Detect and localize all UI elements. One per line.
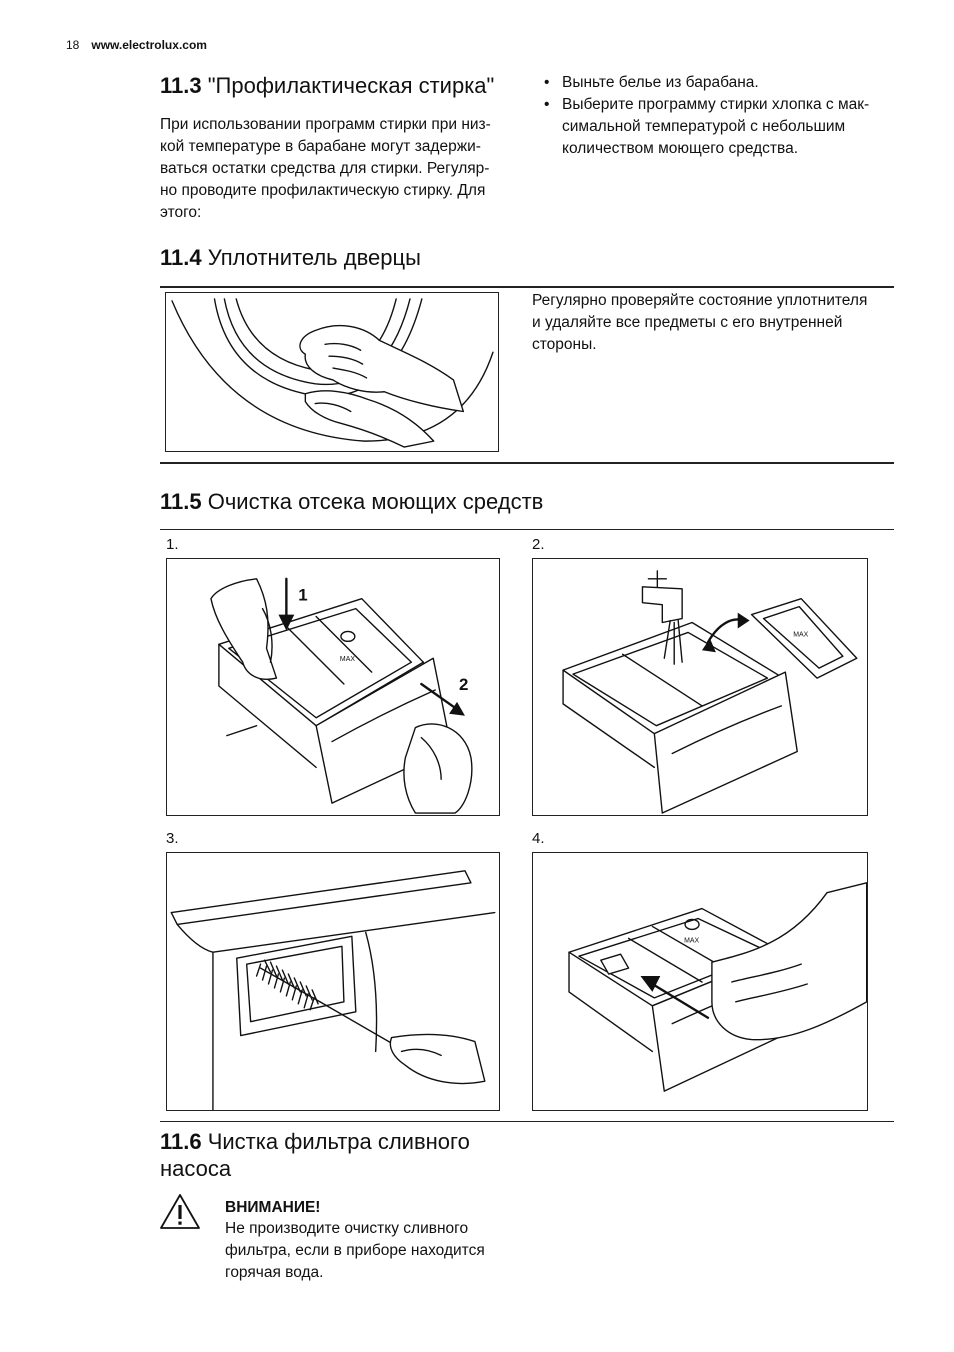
- paragraph-line: При использовании программ стирки при ни…: [160, 116, 491, 133]
- step-3-illustration: [166, 852, 500, 1111]
- section-number: 11.5: [160, 489, 202, 514]
- section-11-4-heading: 11.4 Уплотнитель дверцы: [160, 244, 421, 271]
- paragraph-line: Регулярно проверяйте состояние уплотните…: [532, 292, 868, 309]
- bullet-line: количеством моющего средства.: [562, 140, 798, 157]
- section-number: 11.4: [160, 245, 202, 270]
- warning-line: Не производите очистку сливного: [225, 1220, 469, 1237]
- max-marking: MAX: [340, 656, 355, 663]
- website-link[interactable]: www.electrolux.com: [91, 38, 207, 52]
- paragraph-line: кой температуре в барабане могут задержи…: [160, 138, 481, 155]
- step-2-illustration: MAX: [532, 558, 868, 816]
- list-item: Выньте белье из барабана.: [543, 72, 913, 94]
- step-label: 3.: [166, 830, 179, 847]
- warning-triangle-icon-svg: [160, 1194, 200, 1229]
- warning-text: Не производите очистку сливного фильтра,…: [225, 1218, 525, 1284]
- warning-title: ВНИМАНИЕ!: [225, 1199, 321, 1216]
- section-number: 11.6: [160, 1129, 202, 1154]
- section-title: Чистка фильтра сливного: [207, 1129, 470, 1154]
- section-11-3-bullet-list: Выньте белье из барабана. Выберите прогр…: [543, 72, 913, 160]
- section-11-3-paragraph: При использовании программ стирки при ни…: [160, 114, 520, 224]
- section-divider: [160, 462, 894, 464]
- list-item: Выберите программу стирки хлопка с мак- …: [543, 94, 913, 160]
- paragraph-line: этого:: [160, 204, 202, 221]
- bullet-line: Выберите программу стирки хлопка с мак-: [562, 96, 870, 113]
- step-label: 4.: [532, 830, 545, 847]
- warning-line: горячая вода.: [225, 1264, 324, 1281]
- step-label: 1.: [166, 536, 179, 553]
- page-number: 18: [66, 38, 80, 52]
- section-divider: [160, 529, 894, 530]
- max-marking: MAX: [793, 631, 808, 638]
- warning-triangle-icon: [158, 1192, 202, 1232]
- arrow-label-2: 2: [459, 675, 468, 694]
- step-label: 2.: [532, 536, 545, 553]
- step-1-drawing: MAX 1 2: [210, 577, 473, 814]
- step-4-drawing: MAX: [568, 882, 867, 1092]
- step-1-illustration: MAX 1 2: [166, 558, 500, 816]
- section-title: Очистка отсека моющих средств: [207, 489, 544, 514]
- section-11-4-paragraph: Регулярно проверяйте состояние уплотните…: [532, 290, 902, 356]
- bullet-line: симальной температурой с небольшим: [562, 118, 846, 135]
- section-title: "Профилактическая стирка": [207, 73, 495, 98]
- section-11-5-heading: 11.5 Очистка отсека моющих средств: [160, 488, 543, 515]
- step-4-illustration: MAX: [532, 852, 868, 1111]
- door-seal-drawing: [171, 298, 494, 448]
- page-header: 18 www.electrolux.com: [66, 38, 207, 52]
- step-3-drawing: [170, 870, 496, 1110]
- paragraph-line: но проводите профилактическую стирку. Дл…: [160, 182, 486, 199]
- paragraph-line: стороны.: [532, 336, 597, 353]
- section-divider: [160, 286, 894, 288]
- paragraph-line: ваться остатки средства для стирки. Регу…: [160, 160, 490, 177]
- section-title: Уплотнитель дверцы: [207, 245, 421, 270]
- warning-block: ВНИМАНИЕ! Не производите очистку сливног…: [225, 1198, 525, 1284]
- heading-line: насоса: [160, 1156, 232, 1181]
- paragraph-line: и удаляйте все предметы с его внутренней: [532, 314, 843, 331]
- heading-line: 11.6 Чистка фильтра сливного: [160, 1128, 520, 1155]
- bullet-line: Выньте белье из барабана.: [562, 74, 759, 91]
- door-seal-illustration: [165, 292, 499, 452]
- section-divider: [160, 1121, 894, 1122]
- step-2-drawing: MAX: [562, 570, 858, 814]
- max-marking: MAX: [684, 937, 699, 944]
- brush-bristles: [255, 959, 319, 1011]
- section-11-6-heading: 11.6 Чистка фильтра сливного насоса: [160, 1128, 520, 1182]
- arrow-label-1: 1: [298, 586, 307, 605]
- warning-line: фильтра, если в приборе находится: [225, 1242, 485, 1259]
- section-number: 11.3: [160, 73, 202, 98]
- section-11-3-heading: 11.3 "Профилактическая стирка": [160, 72, 494, 99]
